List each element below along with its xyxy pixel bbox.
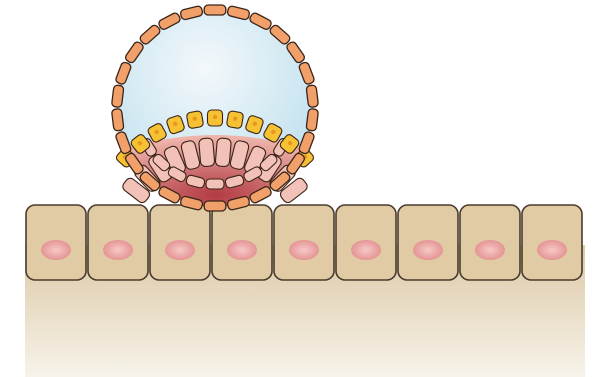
trophoblast-cell: [306, 108, 319, 131]
hypoblast-cell-group: [199, 138, 215, 167]
trophoblast-cell: [204, 201, 226, 211]
epiblast-nucleus: [213, 115, 217, 119]
cell-nucleus: [165, 240, 195, 260]
trophoblast-cell-group: [111, 108, 124, 131]
cell-nucleus: [227, 240, 257, 260]
lower-inner-cell: [206, 179, 224, 189]
uterine-epithelium: [26, 205, 582, 280]
trophoblast-cell-group: [306, 85, 319, 108]
lower-inner-cell-group: [206, 179, 224, 189]
trophoblast-cell-group: [204, 201, 226, 211]
trophoblast-cell: [111, 85, 124, 108]
trophoblast-cell: [111, 108, 124, 131]
cell-nucleus: [41, 240, 71, 260]
trophoblast-cell: [306, 85, 319, 108]
hypoblast-cell: [215, 138, 231, 167]
epiblast-cell-group: [208, 110, 223, 126]
epiblast-cell-group: [186, 111, 203, 129]
blastocyst: [111, 5, 318, 211]
cell-nucleus: [537, 240, 567, 260]
trophoblast-cell-group: [111, 85, 124, 108]
cell-nucleus: [289, 240, 319, 260]
trophoblast-cell: [204, 5, 226, 15]
cell-nucleus: [475, 240, 505, 260]
cell-nucleus: [413, 240, 443, 260]
epiblast-cell-group: [226, 111, 243, 129]
trophoblast-cell-group: [306, 108, 319, 131]
hypoblast-cell: [199, 138, 215, 167]
trophoblast-cell-group: [204, 5, 226, 15]
cell-nucleus: [351, 240, 381, 260]
hypoblast-cell-group: [215, 138, 231, 167]
cell-nucleus: [103, 240, 133, 260]
